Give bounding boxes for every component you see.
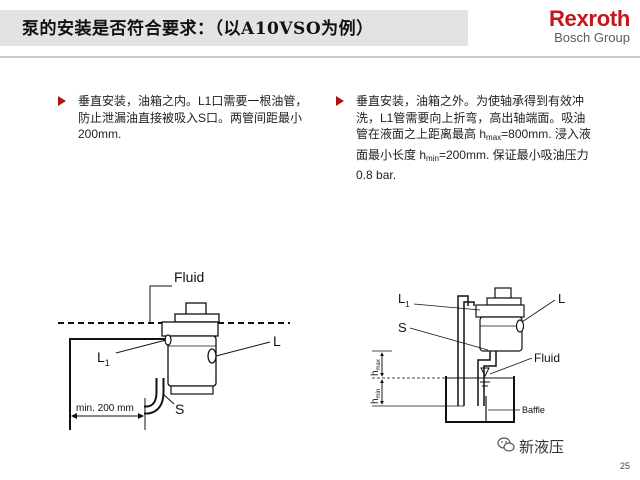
hmax-symbol: hmax xyxy=(479,127,502,142)
l1-label-right: L1 xyxy=(398,291,410,309)
hmax-text: =800mm. 浸入液面最小长度 xyxy=(356,127,591,162)
l-label-left: L xyxy=(273,333,281,349)
title-band xyxy=(0,10,468,46)
watermark-text: 新液压 xyxy=(519,438,565,456)
hmin-symbol: hmin xyxy=(419,147,439,163)
bullet-inside-tank: 垂直安装，油箱之内。L1口需要一根油管，防止泄漏油直接被吸入S口。两管间距最小2… xyxy=(58,93,318,143)
l-label-right: L xyxy=(558,291,565,306)
hmax-label: hmax xyxy=(370,359,382,376)
logo-brand-name: Rexroth xyxy=(548,6,630,31)
hmin-text: =200mm. 保证最小吸油压力0.8 bar. xyxy=(356,147,589,183)
l1-label-left: L1 xyxy=(97,349,110,368)
baffle-label: Baffle xyxy=(522,405,545,415)
logo-group-name: Bosch Group xyxy=(554,30,630,45)
slide-header: 泵的安装是否符合要求：（以A10VSO为例） Rexroth Bosch Gro… xyxy=(0,0,640,56)
dimension-label: min. 200 mm xyxy=(76,403,134,414)
rexroth-logo: Rexroth Bosch Group xyxy=(549,7,630,45)
slide-title: 泵的安装是否符合要求：（以A10VSO为例） xyxy=(22,19,374,39)
pump-body-left xyxy=(161,302,220,395)
fluid-label-left: Fluid xyxy=(174,269,204,285)
page-number: 25 xyxy=(619,461,630,471)
header-rule xyxy=(0,56,640,58)
s-label-right: S xyxy=(398,320,407,335)
bullet-text: 垂直安装，油箱之内。L1口需要一根油管，防止泄漏油直接被吸入S口。两管间距最小2… xyxy=(78,94,308,141)
chat-bubble-icon xyxy=(497,437,515,452)
bullet-outside-tank: 垂直安装，油箱之外。为使轴承得到有效冲洗，L1管需要向上折弯，高出轴端面。吸油管… xyxy=(336,93,596,184)
s-label-left: S xyxy=(175,401,184,417)
bullet-arrow-icon xyxy=(336,96,344,106)
fluid-label-right: Fluid xyxy=(534,351,560,365)
pump-body-right xyxy=(475,287,525,352)
hmin-label: hmin xyxy=(370,389,382,404)
bullet-arrow-icon xyxy=(58,96,66,106)
bullet-text-line1: 垂直安装，油箱之外。为使轴承得到有效冲洗，L1管需要向上折弯，高出轴端面。吸油管… xyxy=(356,94,586,141)
